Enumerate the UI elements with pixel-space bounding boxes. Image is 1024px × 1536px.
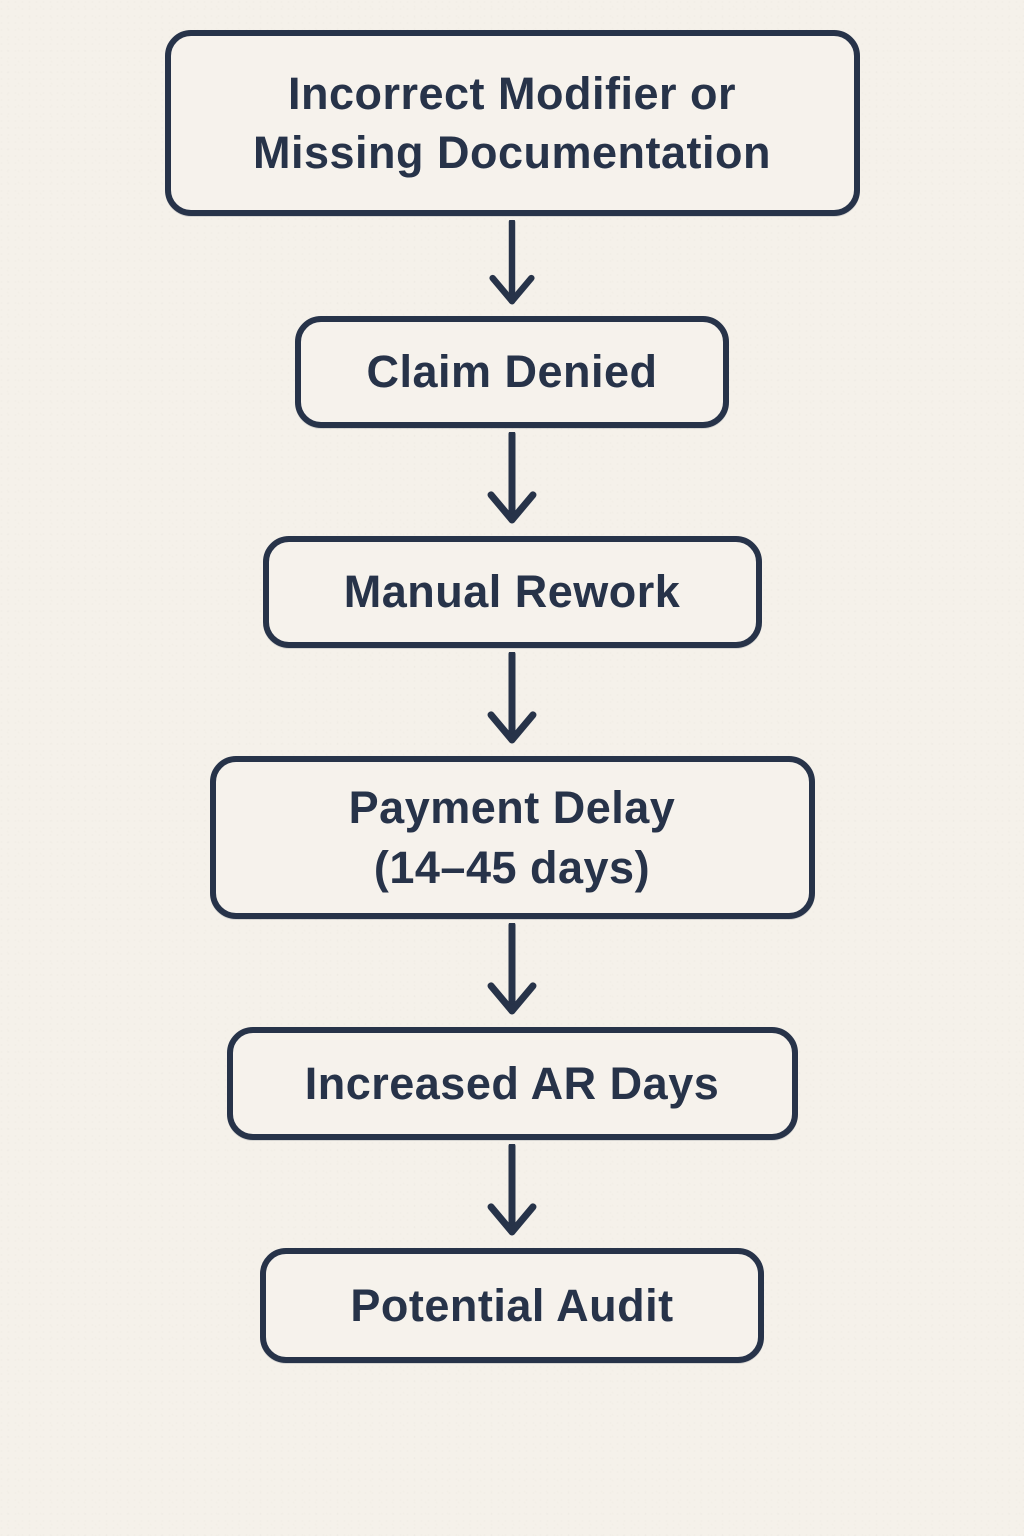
arrow-down-icon: [487, 652, 537, 744]
flow-node-label: Claim Denied: [366, 346, 658, 398]
flow-node-payment-delay: Payment Delay (14–45 days): [209, 756, 815, 919]
flow-connector: [480, 648, 544, 756]
flow-node-incorrect-modifier: Incorrect Modifier or Missing Documentat…: [164, 30, 860, 216]
flow-node-label: Manual Rework: [343, 566, 681, 618]
arrow-down-icon: [487, 1144, 537, 1236]
flow-node-label: Payment Delay (14–45 days): [348, 782, 676, 893]
flow-connector: [480, 216, 544, 316]
flow-connector: [480, 428, 544, 536]
flow-node-manual-rework: Manual Rework: [262, 536, 762, 648]
flow-connector: [480, 919, 544, 1027]
flow-node-claim-denied: Claim Denied: [295, 316, 729, 428]
flow-node-label: Potential Audit: [350, 1279, 674, 1331]
arrow-down-icon: [487, 432, 537, 524]
flow-node-label: Incorrect Modifier or Missing Documentat…: [252, 67, 772, 178]
flow-connector: [480, 1140, 544, 1248]
flow-node-label: Increased AR Days: [304, 1057, 720, 1109]
arrow-down-icon: [487, 923, 537, 1015]
flow-node-increased-ar-days: Increased AR Days: [226, 1027, 798, 1140]
flow-node-potential-audit: Potential Audit: [260, 1248, 764, 1363]
arrow-down-icon: [489, 219, 535, 305]
